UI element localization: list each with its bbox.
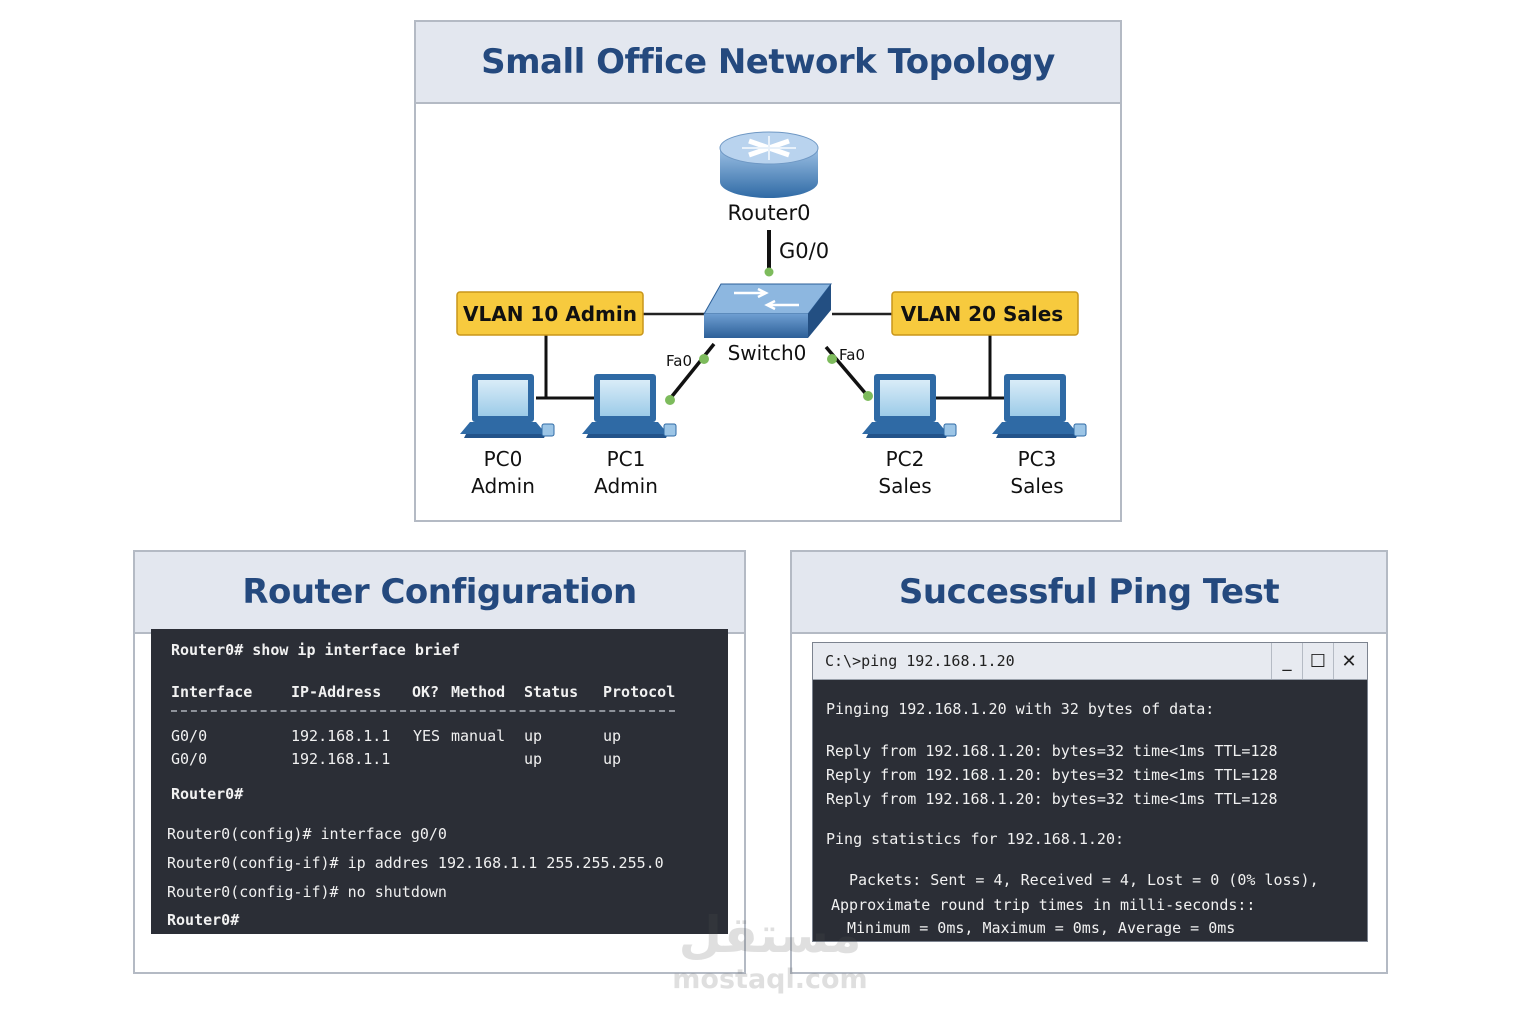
switch-port-right-label: Fa0 [839,346,865,364]
pc2-dept: Sales [878,474,931,498]
header-divider [171,710,675,712]
row-1-status: up [524,727,543,745]
row-1-method: manual [451,727,506,745]
pinging-line: Pinging 192.168.1.20 with 32 bytes of da… [826,700,1215,718]
stats-header: Ping statistics for 192.168.1.20: [826,830,1125,848]
switch-label: Switch0 [728,341,807,365]
vlan-10-box: VLAN 10 Admin [456,291,644,336]
pc0-icon[interactable] [459,373,555,439]
vlan-20-label: VLAN 20 Sales [901,302,1063,326]
router-terminal[interactable]: Router0# show ip interface brief Interfa… [151,629,728,934]
watermark-latin: mostaql.com [672,964,868,995]
command-prompt-window[interactable]: C:\>ping 192.168.1.20 _ ☐ ✕ Pinging 192.… [812,642,1368,942]
row-2-status: up [524,750,543,768]
close-button[interactable]: ✕ [1333,643,1364,679]
watermark: مستقل mostaql.com [640,905,900,1005]
pc3-icon[interactable] [991,373,1087,439]
row-1-protocol: up [603,727,622,745]
col-header-method: Method [451,683,506,701]
link-dot [665,395,675,405]
router-icon[interactable] [719,131,819,198]
router-prompt: Router0# [171,785,244,803]
pc0-dept: Admin [471,474,535,498]
link-dot [827,354,837,364]
col-header-interface: Interface [171,683,253,701]
config-line: Router0(config-if)# ip addres 192.168.1.… [167,854,664,872]
router-port-label: G0/0 [779,239,829,263]
links [536,230,1004,402]
watermark-arabic: مستقل [678,906,862,964]
minmax-line: Minimum = 0ms, Maximum = 0ms, Average = … [847,919,1236,937]
topology-title: Small Office Network Topology [416,22,1120,104]
reply-line: Reply from 192.168.1.20: bytes=32 time<1… [826,742,1278,760]
row-2-interface: G0/0 [171,750,208,768]
row-2-protocol: up [603,750,622,768]
reply-line: Reply from 192.168.1.20: bytes=32 time<1… [826,766,1278,784]
link-status-dots [665,267,873,405]
window-title-bar[interactable]: C:\>ping 192.168.1.20 _ ☐ ✕ [813,643,1367,680]
router-config-title: Router Configuration [135,552,744,634]
window-title: C:\>ping 192.168.1.20 [825,652,1015,670]
config-line: Router0(config-if)# no shutdown [167,883,447,901]
topology-diagram: Router0 G0/0 Switch0 Fa0 Fa0 VLAN 10 Adm… [456,131,1087,498]
row-1-ip: 192.168.1.1 [291,727,391,745]
switch-port-left-label: Fa0 [666,352,692,370]
minimize-button[interactable]: _ [1271,643,1302,679]
config-line: Router0(config)# interface g0/0 [167,825,447,843]
show-command: Router0# show ip interface brief [171,641,460,659]
row-1-ok: YES [413,727,441,745]
vlan-20-box: VLAN 20 Sales [891,291,1079,336]
packets-line: Packets: Sent = 4, Received = 4, Lost = … [849,871,1319,889]
switch-icon[interactable] [703,283,833,338]
pc2-name: PC2 [886,447,925,471]
pc1-dept: Admin [594,474,658,498]
reply-line: Reply from 192.168.1.20: bytes=32 time<1… [826,790,1278,808]
router-prompt: Router0# [167,911,240,929]
pc3-name: PC3 [1018,447,1057,471]
pc1-name: PC1 [607,447,646,471]
link-dot [863,391,873,401]
vlan-10-label: VLAN 10 Admin [463,302,637,326]
col-header-protocol: Protocol [603,683,676,701]
link-dot [764,267,774,277]
maximize-button[interactable]: ☐ [1302,643,1333,679]
col-header-status: Status [524,683,579,701]
approx-line: Approximate round trip times in milli-se… [831,896,1256,914]
topology-panel: Small Office Network Topology [414,20,1122,522]
col-header-ok: OK? [412,683,440,701]
pc2-icon[interactable] [861,373,957,439]
router-config-panel: Router Configuration Router0# show ip in… [133,550,746,974]
router-label: Router0 [728,201,811,225]
link-dot [699,354,709,364]
col-header-ip: IP-Address [291,683,382,701]
pc1-icon[interactable] [581,373,677,439]
ping-test-panel: Successful Ping Test C:\>ping 192.168.1.… [790,550,1388,974]
pc0-name: PC0 [484,447,523,471]
ping-output: Pinging 192.168.1.20 with 32 bytes of da… [813,679,1367,941]
ping-test-title: Successful Ping Test [792,552,1386,634]
pc3-dept: Sales [1010,474,1063,498]
row-2-ip: 192.168.1.1 [291,750,391,768]
row-1-interface: G0/0 [171,727,208,745]
pc1-switch-link [667,342,716,402]
